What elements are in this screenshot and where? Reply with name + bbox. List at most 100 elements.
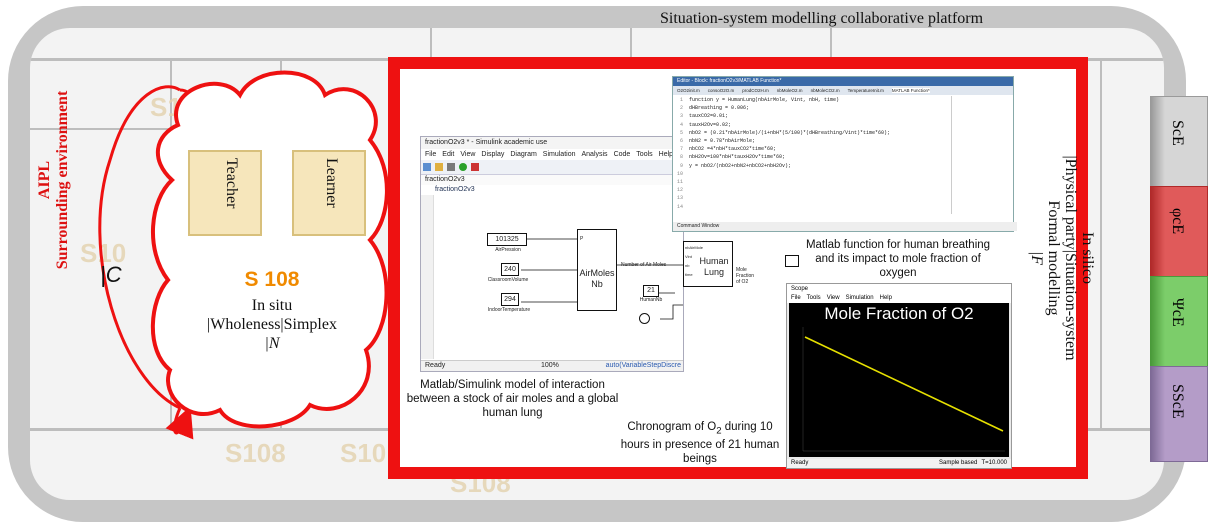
constant-label: AirPression	[495, 247, 521, 253]
menu-item[interactable]: Edit	[442, 151, 455, 158]
editor-tab-active[interactable]: MATLAB Function*	[891, 88, 930, 93]
open-icon[interactable]	[435, 163, 443, 171]
command-window-bar[interactable]: Command Window	[673, 222, 1017, 231]
menu-item[interactable]: View	[826, 295, 840, 301]
aipl-title: AIPL	[36, 160, 53, 200]
scope-title: Scope	[787, 284, 1011, 294]
airmoles-block[interactable]: P AirMoles Nb	[577, 229, 617, 311]
teacher-panel	[188, 150, 262, 236]
menu-item[interactable]: View	[460, 151, 476, 158]
human-lung-block[interactable]: nbAirMole Vint nb time Human Lung	[683, 241, 733, 287]
f-label: |F	[1028, 250, 1045, 266]
menu-item[interactable]: Diagram	[510, 151, 537, 158]
learner-label: Learner	[323, 158, 340, 208]
psice-tab-label: ΨcE	[1169, 298, 1186, 327]
editor-tab[interactable]: prodCO2H.m	[742, 88, 769, 93]
clock-block[interactable]	[639, 313, 650, 324]
scope-plot-title: Mole Fraction of O2	[824, 304, 974, 323]
constant-block[interactable]: 240	[501, 263, 519, 276]
menu-item[interactable]: Analysis	[581, 151, 608, 158]
in-situ-title: In situ	[251, 297, 293, 314]
caption-subscript: 2	[716, 425, 722, 437]
menu-item[interactable]: Help	[879, 295, 892, 301]
editor-tabs: O2O2init.m consoO2O.m prodCO2H.m nbMoleO2.m…	[673, 86, 1013, 95]
airmoles-label: AirMoles Nb	[579, 268, 615, 289]
port-label: nb	[685, 263, 690, 268]
platform-title: Situation-system modelling collaborative…	[660, 10, 984, 27]
code-line: dHBreathing = 0.006;	[689, 105, 750, 112]
scope-plot-area: Mole Fraction of O2	[789, 303, 1009, 457]
sce-tab-label: ScE	[1169, 120, 1186, 146]
simulink-toolbar	[421, 160, 683, 175]
floor-room-label: S108	[225, 438, 286, 468]
phice-tab-label: φcE	[1169, 208, 1186, 235]
menu-item[interactable]: File	[425, 151, 437, 158]
model-breadcrumb[interactable]: fractionO2v3	[435, 186, 475, 193]
code-area[interactable]: function y = HumanLung(nbAirMole, Vint, …	[689, 96, 947, 214]
model-tab[interactable]: fractionO2v3	[421, 175, 683, 185]
menu-item[interactable]: Tools	[806, 295, 821, 301]
physical-party-label: |Physical party|Situation-system	[1062, 155, 1079, 361]
in-silico-label: In silico |Physical party|Situation-syst…	[1028, 138, 1096, 378]
psice-tab[interactable]: ΨcE	[1150, 276, 1208, 372]
code-line: tauxCO2=0.01;	[689, 113, 729, 120]
simulink-window: fractionO2v3 * - Simulink academic use F…	[420, 136, 799, 372]
constant-block[interactable]: 101325	[487, 233, 527, 246]
editor-tab[interactable]: consoO2O.m	[707, 88, 735, 93]
menu-item[interactable]: Help	[658, 151, 674, 158]
code-line: function y = HumanLung(nbAirMole, Vint, …	[689, 97, 840, 103]
menu-item[interactable]: Simulation	[845, 295, 874, 301]
code-line: nbH2Ov=100*nbH*tauxH2Ov*time*60;	[689, 154, 786, 161]
menu-item[interactable]: Tools	[636, 151, 653, 158]
constant-label: HumanNb	[639, 297, 663, 303]
output-label: Mole Fraction of O2	[736, 267, 755, 285]
human-lung-label: Human Lung	[699, 256, 729, 277]
editor-title: Editor - Block: fractionO2v3/MATLAB Func…	[673, 77, 1013, 86]
constant-block[interactable]: 21	[643, 285, 659, 297]
constant-block[interactable]: 294	[501, 293, 519, 306]
editor-tab[interactable]: nbMoleCO2.m	[810, 88, 840, 93]
ssce-tab-label: SScE	[1169, 384, 1186, 419]
status-solver: auto(VariableStepDiscre	[605, 362, 681, 369]
constant-label: IndoorTemperature	[487, 307, 531, 313]
save-icon[interactable]	[447, 163, 455, 171]
port-label: Vint	[685, 254, 692, 259]
editor-tab[interactable]: TemperatureInit.m	[847, 88, 884, 93]
code-line: y = nbO2/(nbO2+nbN2+nbCO2+nbH2Ov);	[689, 162, 792, 169]
sce-tab[interactable]: ScE	[1150, 96, 1208, 192]
menu-item[interactable]: Simulation	[542, 151, 576, 158]
editor-tab[interactable]: nbMoleO2.m	[776, 88, 803, 93]
caption-part: during 10 hours in presence of 21 human …	[620, 421, 780, 466]
menu-item[interactable]: Code	[613, 151, 631, 158]
status-ready: Ready	[425, 362, 446, 369]
run-icon[interactable]	[459, 163, 467, 171]
simulink-caption: Matlab/Simulink model of interaction bet…	[406, 379, 619, 419]
menu-item[interactable]: Display	[481, 151, 505, 158]
learner-panel	[292, 150, 366, 236]
ssce-tab[interactable]: SScE	[1150, 366, 1208, 462]
caption-part: Chronogram of O	[627, 421, 717, 433]
editor-tab[interactable]: O2O2init.m	[677, 88, 700, 93]
scope-status: Ready	[791, 460, 809, 466]
menu-item[interactable]: File	[791, 295, 801, 301]
simulink-menu: File Edit View Display Diagram Simulation Anal…	[421, 149, 683, 160]
status-zoom: 100%	[541, 362, 559, 369]
code-line: nbCO2 =4*nbH*tauxCO2*time*60;	[689, 146, 777, 153]
phice-tab[interactable]: φcE	[1150, 186, 1208, 282]
signal-label: Number of Air Moles	[621, 262, 667, 268]
port-label: time	[685, 272, 693, 277]
stop-icon[interactable]	[471, 163, 479, 171]
port-label: nbAirMole	[685, 245, 704, 250]
chronogram-caption: Chronogram of O2 during 10 hours in pres…	[620, 420, 780, 466]
new-model-icon[interactable]	[423, 163, 431, 171]
scope-status: T=10.000	[981, 460, 1007, 466]
code-line: tauxH2Ov=0.02;	[689, 121, 732, 128]
o2-series-line	[804, 336, 1004, 432]
scope-menu: File Tools View Simulation Help	[787, 294, 1011, 303]
room-name: S 108	[244, 268, 300, 291]
constant-label: ClassroomVolume	[487, 277, 529, 283]
scope-block[interactable]	[785, 255, 799, 267]
loop-arrow	[98, 85, 181, 410]
simulink-canvas	[521, 238, 683, 320]
wholeness-simplex-label: |Wholeness|Simplex	[207, 316, 337, 333]
